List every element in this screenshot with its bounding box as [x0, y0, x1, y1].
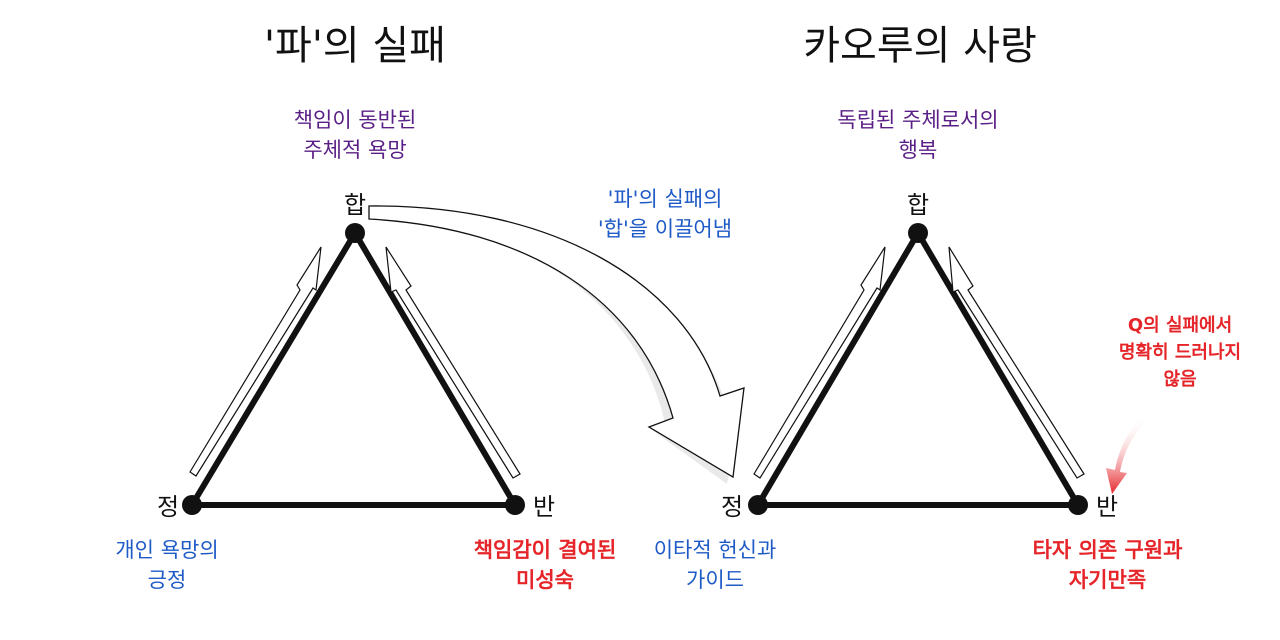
transition-note: '파'의 실패의 '합'을 이끌어냄	[540, 185, 790, 245]
right-vertex-top-label: 합	[906, 191, 930, 219]
left-ascend-arrow-icon	[189, 246, 322, 477]
left-left-node	[182, 495, 202, 515]
right-right-node	[1068, 495, 1088, 515]
left-right-note-line-2: 미성숙	[516, 567, 574, 592]
left-triangle-edges	[189, 230, 518, 508]
left-left-note: 개인 욕망의 긍정	[67, 536, 267, 596]
right-right-note-line-1: 타자 의존 구원과	[1032, 538, 1183, 562]
right-triangle	[748, 223, 1088, 515]
left-top-note-line-1: 책임이 동반된	[293, 108, 417, 132]
right-vertex-left-label: 정	[720, 493, 744, 521]
left-vertex-right-label: 반	[532, 493, 556, 521]
right-left-note-line-1: 이타적 헌신과	[653, 538, 777, 562]
left-title: '파'의 실패	[264, 23, 446, 69]
left-left-note-line-1: 개인 욕망의	[115, 538, 219, 562]
right-left-note: 이타적 헌신과 가이드	[620, 536, 810, 596]
right-callout-line-2: 명확히 드러나지	[1118, 342, 1242, 363]
right-callout-line-1: Q의 실패에서	[1127, 315, 1233, 336]
right-top-node	[908, 223, 928, 243]
left-right-note-line-1: 책임감이 결여된	[473, 538, 617, 562]
right-left-note-line-2: 가이드	[686, 567, 744, 592]
left-vertex-left-label: 정	[156, 493, 180, 521]
left-right-node	[505, 495, 525, 515]
left-top-note-line-2: 주체적 욕망	[303, 137, 407, 162]
right-top-note: 독립된 주체로서의 행복	[768, 106, 1068, 166]
right-right-note-line-2: 자기만족	[1068, 567, 1147, 592]
transition-note-line-2: '합'을 이끌어냄	[597, 216, 733, 241]
right-vertex-right-label: 반	[1095, 493, 1119, 521]
right-title: 카오루의 사랑	[803, 23, 1037, 69]
transition-note-line-1: '파'의 실패의	[607, 187, 723, 211]
right-callout-line-3: 않음	[1163, 369, 1197, 390]
left-descend-arrow-icon	[385, 246, 521, 479]
right-top-note-line-2: 행복	[898, 137, 938, 162]
left-left-note-line-2: 긍정	[147, 567, 187, 592]
right-descend-arrow-icon	[948, 246, 1085, 479]
right-ascend-arrow-icon	[753, 246, 886, 479]
right-callout-note: Q의 실패에서 명확히 드러나지 않음	[1085, 312, 1275, 393]
left-triangle	[182, 223, 525, 515]
right-right-note: 타자 의존 구원과 자기만족	[985, 536, 1230, 596]
right-triangle-edges	[755, 230, 1081, 508]
transition-arrow-icon	[368, 205, 745, 479]
left-top-note: 책임이 동반된 주체적 욕망	[205, 106, 505, 166]
left-right-note: 책임감이 결여된 미성숙	[420, 536, 670, 596]
right-left-node	[748, 495, 768, 515]
left-vertex-top-label: 합	[343, 191, 367, 219]
left-top-node	[345, 223, 365, 243]
callout-arrow-icon	[1106, 416, 1146, 494]
right-top-note-line-1: 독립된 주체로서의	[837, 108, 999, 132]
